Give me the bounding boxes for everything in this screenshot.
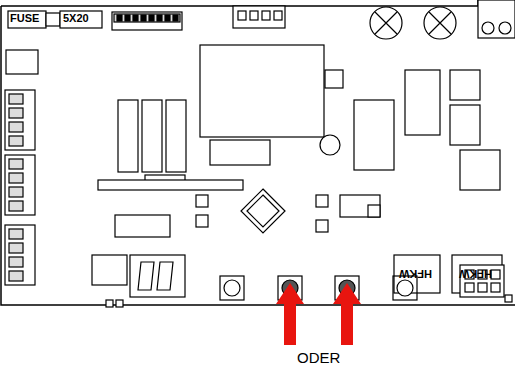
- board-label: ODER: [297, 350, 340, 365]
- board-label: FUSE: [10, 13, 39, 24]
- board-label: HFKW: [459, 268, 492, 279]
- board-label: 5X20: [63, 13, 89, 24]
- board-label: HFKW: [399, 268, 432, 279]
